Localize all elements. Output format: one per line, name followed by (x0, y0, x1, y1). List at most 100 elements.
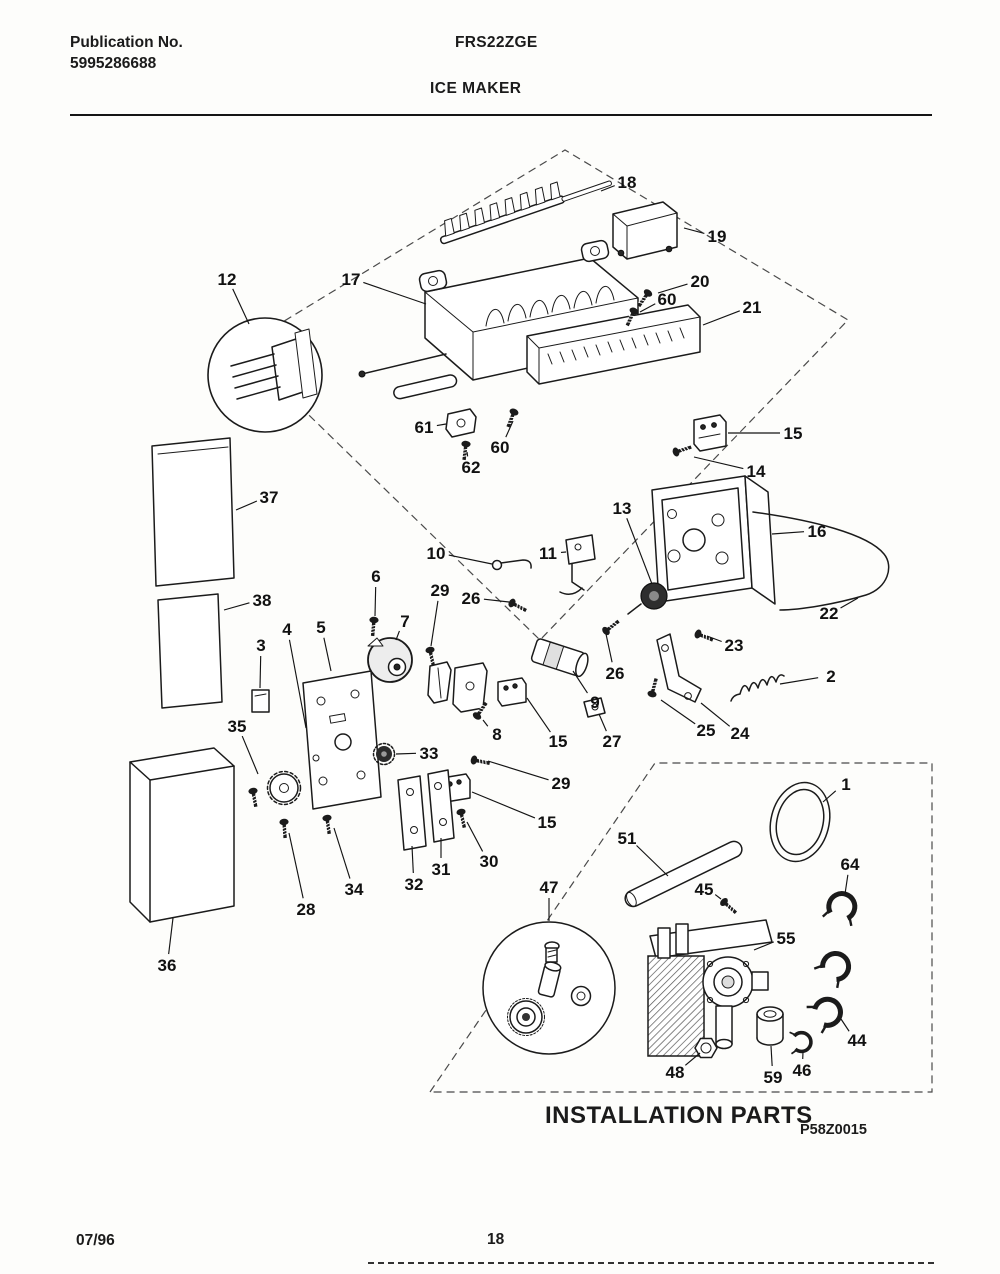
callout-15: 15 (784, 424, 803, 443)
callout-23: 23 (725, 636, 744, 655)
page-number: 18 (487, 1231, 505, 1248)
callout-leader-1 (822, 790, 837, 803)
callout-12: 12 (218, 270, 237, 289)
callout-leader-20 (657, 283, 688, 294)
part-29-screw-b (469, 754, 492, 769)
callout-33: 33 (420, 744, 439, 763)
callout-64: 64 (841, 855, 860, 874)
callout-9: 9 (590, 693, 599, 712)
callout-leader-44 (840, 1018, 850, 1032)
callout-leader-6 (374, 586, 377, 617)
callout-16: 16 (808, 522, 827, 541)
part-38-panel (157, 593, 223, 709)
callout-leader-48 (684, 1052, 701, 1066)
callout-leader-64 (844, 874, 849, 895)
part-10-arm-link (491, 559, 532, 571)
callout-3: 3 (256, 636, 265, 655)
callout-61: 61 (415, 418, 434, 437)
callout-leader-13 (626, 518, 653, 585)
publication-number: 5995286688 (70, 55, 157, 72)
part-31-plate (427, 769, 455, 843)
callout-28: 28 (297, 900, 316, 919)
callout-17: 17 (342, 270, 361, 289)
part-9-coupler (530, 638, 589, 678)
part-26-screw-a (506, 596, 529, 616)
callout-22: 22 (820, 604, 839, 623)
callout-leader-30 (466, 821, 484, 852)
part-5-mounting-plate (302, 670, 382, 810)
callout-24: 24 (731, 724, 750, 743)
part-48-nut (694, 1037, 718, 1059)
assembly-boundary-dashed (239, 149, 849, 641)
callout-leader-60 (639, 303, 656, 313)
callout-5: 5 (316, 618, 325, 637)
callout-44: 44 (848, 1031, 867, 1050)
part-15-switch-mid (497, 677, 527, 707)
part-29-screw-a (424, 645, 439, 668)
callout-leader-9 (572, 670, 588, 694)
callout-7: 7 (400, 612, 409, 631)
callout-26: 26 (462, 589, 481, 608)
callout-34: 34 (345, 880, 364, 899)
callout-leader-8 (482, 719, 489, 727)
callout-leader-38 (223, 602, 250, 611)
installation-parts-boundary-dashed (428, 762, 933, 1093)
callout-60: 60 (658, 290, 677, 309)
callout-leader-36 (168, 917, 174, 955)
part-30-screw (455, 807, 470, 830)
callout-leader-19 (683, 227, 705, 234)
callout-60: 60 (491, 438, 510, 457)
revision-date: 07/96 (76, 1232, 115, 1249)
callout-leader-15 (526, 697, 551, 733)
callout-32: 32 (405, 875, 424, 894)
part-26-screw-b (600, 617, 622, 638)
callout-leader-55 (753, 941, 775, 951)
callout-leader-29 (487, 760, 549, 781)
callout-37: 37 (260, 488, 279, 507)
callout-leader-32 (411, 845, 414, 874)
callout-18: 18 (618, 173, 637, 192)
callout-leader-35 (241, 735, 259, 775)
callout-leader-59 (770, 1045, 773, 1067)
callout-leader-29 (430, 600, 439, 647)
callout-leader-34 (333, 827, 351, 879)
callout-14: 14 (747, 462, 766, 481)
callout-31: 31 (432, 860, 451, 879)
part-23-screw (692, 628, 716, 645)
callout-leader-12 (232, 288, 250, 325)
callout-35: 35 (228, 717, 247, 736)
callout-26: 26 (606, 664, 625, 683)
part-25-screw (646, 676, 662, 699)
part-45-screw (718, 895, 740, 917)
part-18-ejector-blade (439, 180, 612, 245)
part-28-screw (278, 817, 291, 839)
callout-leader-24 (700, 702, 731, 727)
callout-leader-26 (483, 598, 510, 603)
callout-25: 25 (697, 721, 716, 740)
callout-13: 13 (613, 499, 632, 518)
part-46-clamp (787, 1028, 814, 1056)
part-19-cover (612, 201, 678, 260)
callout-11: 11 (539, 544, 557, 563)
callout-20: 20 (691, 272, 710, 291)
part-14-screw (671, 442, 694, 458)
callout-leader-16 (771, 531, 805, 535)
header-rule (70, 114, 932, 116)
callout-leader-21 (702, 310, 741, 326)
part-59-bushing (756, 1006, 784, 1046)
cut-line-dashed (368, 1262, 934, 1264)
part-34-screw (321, 813, 335, 835)
part-22-wire-bracket (752, 511, 890, 611)
callout-15: 15 (538, 813, 557, 832)
callout-leader-18 (600, 185, 615, 192)
part-33-small-gear (372, 742, 396, 766)
callout-19: 19 (708, 227, 727, 246)
part-24-fork-bracket (656, 633, 702, 703)
callout-47: 47 (540, 878, 559, 897)
callout-leader-25 (660, 699, 696, 725)
callout-leader-28 (288, 832, 304, 899)
callout-leader-3 (259, 655, 262, 689)
callout-leader-45 (714, 894, 722, 900)
